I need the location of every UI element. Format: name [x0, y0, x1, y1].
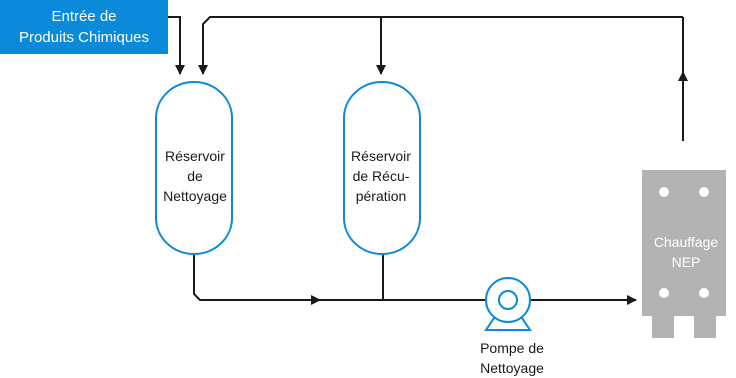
pump-icon — [484, 277, 532, 331]
recovery-tank — [343, 81, 421, 255]
cleaning-tank — [155, 81, 233, 255]
cleaning-tank-outlet-line — [193, 252, 321, 305]
plate-heater-icon — [642, 170, 726, 338]
recovery-tank-label: Réservoir de Récu- pération — [336, 146, 426, 206]
recovery-tank-label-2: de Récu- — [352, 168, 410, 184]
chemical-inlet-label: Entrée de Produits Chimiques — [0, 6, 168, 48]
heater-label-1: Chauffage — [653, 234, 719, 250]
recovery-tank-label-3: pération — [355, 188, 407, 204]
cleaning-tank-label-1: Réservoir — [165, 148, 225, 164]
heater-label: Chauffage NEP — [640, 232, 732, 272]
heater-label-2: NEP — [671, 254, 701, 270]
return-header-line — [198, 16, 683, 75]
cleaning-tank-label-3: Nettoyage — [163, 188, 227, 204]
chemical-inlet-line — [168, 16, 185, 75]
chemical-inlet-line-2: Produits Chimiques — [18, 29, 150, 46]
pump-label: Pompe de Nettoyage — [452, 338, 572, 378]
pump-label-2: Nettoyage — [480, 360, 544, 376]
recovery-tank-label-1: Réservoir — [351, 148, 411, 164]
cleaning-tank-label: Réservoir de Nettoyage — [150, 146, 240, 206]
cleaning-tank-label-2: de — [187, 168, 203, 184]
chemical-inlet-line-1: Entrée de — [51, 8, 117, 25]
pump-label-1: Pompe de — [480, 340, 544, 356]
chemical-inlet-box — [0, 0, 168, 54]
